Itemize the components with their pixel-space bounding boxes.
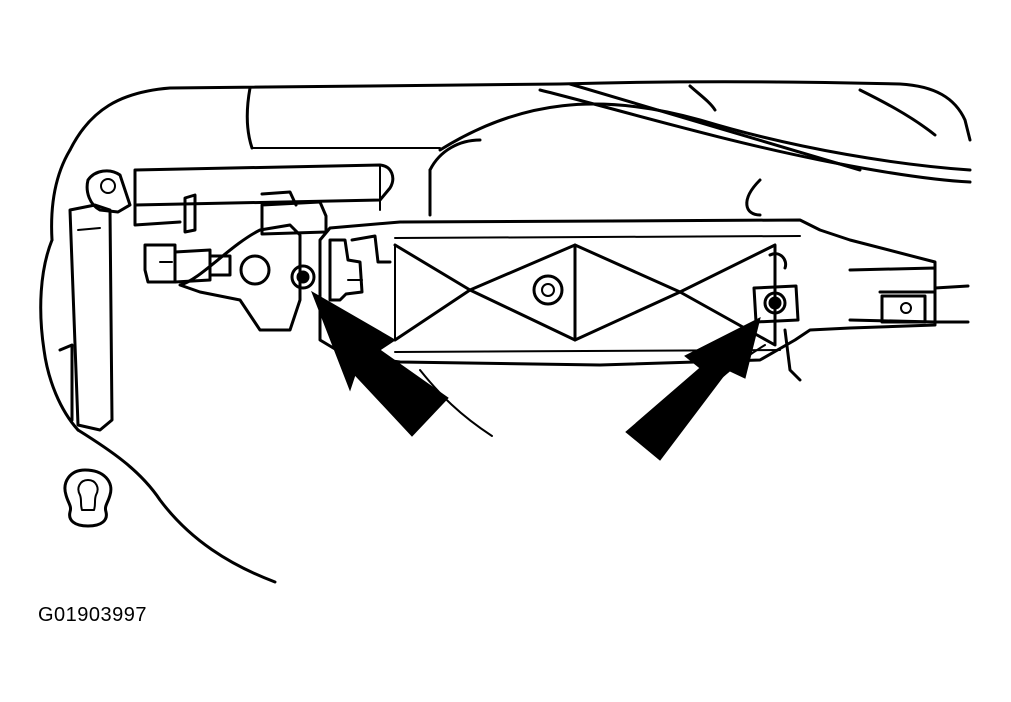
retaining-nut-left: [290, 264, 316, 290]
retaining-nut-right: [752, 284, 800, 324]
retaining-nut-arrow-right: [625, 317, 766, 461]
panel-contour-lines: [428, 82, 972, 217]
keyhole-slot: [63, 468, 113, 528]
door-panel-outline: [39, 80, 972, 584]
handle-bracket: [318, 218, 970, 382]
lock-cylinder-housing: [133, 163, 395, 236]
latch-strip: [58, 169, 132, 432]
figure-id-label: G01903997: [38, 604, 148, 626]
arrow-icon: [625, 317, 761, 461]
linkage-arm: [178, 223, 302, 332]
retaining-nut-arrow-left: [311, 290, 493, 437]
arrow-icon: [311, 290, 449, 437]
electrical-connector: [143, 243, 232, 284]
